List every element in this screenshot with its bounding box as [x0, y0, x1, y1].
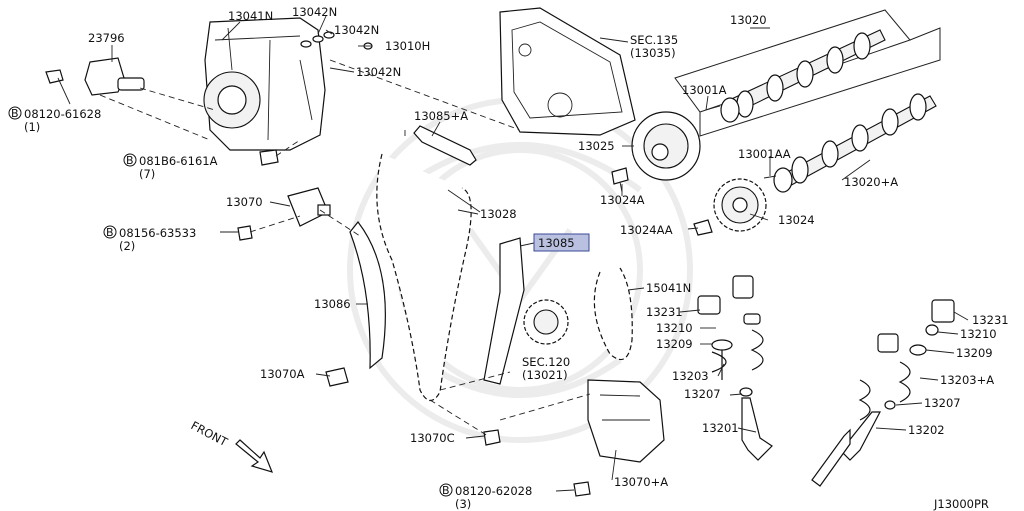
bolt-ref-code: 081B6-6161A [139, 154, 218, 168]
cylinder-head-sec135 [499, 7, 636, 136]
label-13086[interactable]: 13086 [314, 297, 351, 311]
label-13207-b[interactable]: 13207 [924, 396, 961, 410]
label-13209-a[interactable]: 13209 [656, 337, 693, 351]
label-13025[interactable]: 13025 [578, 139, 615, 153]
label-13024[interactable]: 13024 [778, 213, 815, 227]
label-13024A[interactable]: 13024A [600, 193, 645, 207]
camshaft-13020[interactable] [720, 29, 886, 123]
label-13202[interactable]: 13202 [908, 423, 945, 437]
vtc-sprocket-13025[interactable] [631, 111, 701, 181]
tensioner-guide-13086[interactable] [349, 221, 386, 370]
bolt-ref-1[interactable]: B 08120-61628 (1) [8, 106, 101, 134]
front-label: FRONT [189, 418, 231, 449]
label-15041N[interactable]: 15041N [646, 281, 691, 295]
diagram-code: J13000PR [933, 497, 989, 511]
sprocket-13024[interactable] [713, 178, 767, 232]
camshaft-frame [674, 9, 941, 137]
valve-group-left[interactable] [697, 275, 773, 461]
bolt-ref-code: 08120-62028 [455, 484, 532, 498]
bolt-08120-62028[interactable] [573, 481, 591, 497]
bolt-ref-qty: (2) [119, 239, 135, 253]
label-13042N-a[interactable]: 13042N [292, 5, 337, 19]
bolt-ref-prefix: B [11, 107, 19, 120]
bolt-ref-qty: (7) [139, 167, 155, 181]
bolt-ref-prefix: B [106, 226, 114, 239]
label-13024AA[interactable]: 13024AA [620, 223, 673, 237]
label-13210-a[interactable]: 13210 [656, 321, 693, 335]
label-13020[interactable]: 13020 [730, 13, 767, 27]
label-13207-a[interactable]: 13207 [684, 387, 721, 401]
camshaft-13020A[interactable] [773, 93, 937, 193]
label-13210-b[interactable]: 13210 [960, 327, 997, 341]
chain-upper[interactable] [376, 153, 472, 402]
label-13010H[interactable]: 13010H [385, 39, 430, 53]
label-13209-b[interactable]: 13209 [956, 346, 993, 360]
chain-13028[interactable] [447, 189, 481, 213]
bolt-13070C[interactable] [483, 429, 501, 446]
label-13203[interactable]: 13203 [672, 369, 709, 383]
bolt-08156-63533[interactable] [237, 215, 301, 241]
bolt-ref-4[interactable]: B 08120-62028 (3) [439, 483, 532, 511]
label-23796[interactable]: 23796 [88, 31, 125, 45]
leader-lines [111, 15, 969, 492]
label-13085A[interactable]: 13085+A [414, 109, 468, 123]
highlight-box [533, 233, 590, 252]
bolt-ref-qty: (3) [455, 497, 471, 511]
label-13042N-c[interactable]: 13042N [356, 65, 401, 79]
part-labels: 23796 13041N 13042N 13042N 13010H 13042N… [88, 5, 1009, 511]
label-13001A[interactable]: 13001A [682, 83, 727, 97]
label-sec120[interactable]: SEC.120 [522, 355, 570, 369]
bolt-ref-code: 08156-63533 [119, 226, 196, 240]
bolt-13024A[interactable] [611, 167, 629, 193]
label-13041N[interactable]: 13041N [228, 9, 273, 23]
bolt-13024AA[interactable] [693, 219, 713, 236]
pin-13001A[interactable] [705, 105, 721, 111]
label-13203A[interactable]: 13203+A [940, 373, 994, 387]
label-13070C[interactable]: 13070C [410, 431, 455, 445]
bolt-ref-code: 08120-61628 [24, 107, 101, 121]
pin-13001AA[interactable] [763, 175, 777, 179]
label-13231-a[interactable]: 13231 [646, 305, 683, 319]
label-13231-b[interactable]: 13231 [972, 313, 1009, 327]
chain-guide-13085[interactable] [483, 237, 525, 385]
label-13070[interactable]: 13070 [226, 195, 263, 209]
sensor-23796[interactable] [84, 57, 145, 96]
front-arrow [235, 439, 274, 473]
label-13001AA[interactable]: 13001AA [738, 147, 791, 161]
label-13070A[interactable]: 13070A [260, 367, 305, 381]
bolt-ref-3[interactable]: B 08156-63533 (2) [103, 225, 196, 253]
label-sec135-sub: (13035) [630, 46, 676, 60]
bolt-08120-61628[interactable] [45, 69, 71, 105]
bolt-13070A[interactable] [325, 367, 349, 387]
label-13070pA[interactable]: 13070+A [614, 475, 668, 489]
label-13201[interactable]: 13201 [702, 421, 739, 435]
tensioner-13070[interactable] [287, 187, 331, 227]
label-13085-highlighted[interactable]: 13085 [538, 236, 575, 250]
label-sec135[interactable]: SEC.135 [630, 33, 678, 47]
label-13042N-b[interactable]: 13042N [334, 23, 379, 37]
bolt-ref-2[interactable]: B 081B6-6161A (7) [123, 153, 218, 181]
valve-group-right[interactable] [811, 299, 955, 487]
label-13028[interactable]: 13028 [480, 207, 517, 221]
bolt-081B6-6161A[interactable] [259, 139, 301, 166]
guide-13085A[interactable] [413, 125, 477, 166]
bolt-ref-prefix: B [442, 484, 450, 497]
bolt-ref-prefix: B [126, 154, 134, 167]
oil-pump-tensioner-13070A[interactable] [587, 379, 665, 463]
label-13020A[interactable]: 13020+A [844, 175, 898, 189]
chain-15041N[interactable] [593, 267, 633, 361]
crank-sprocket-sec120[interactable] [523, 299, 569, 345]
front-cover-13041N[interactable] [203, 17, 326, 151]
bolt-ref-qty: (1) [24, 120, 40, 134]
label-sec120-sub: (13021) [522, 368, 568, 382]
